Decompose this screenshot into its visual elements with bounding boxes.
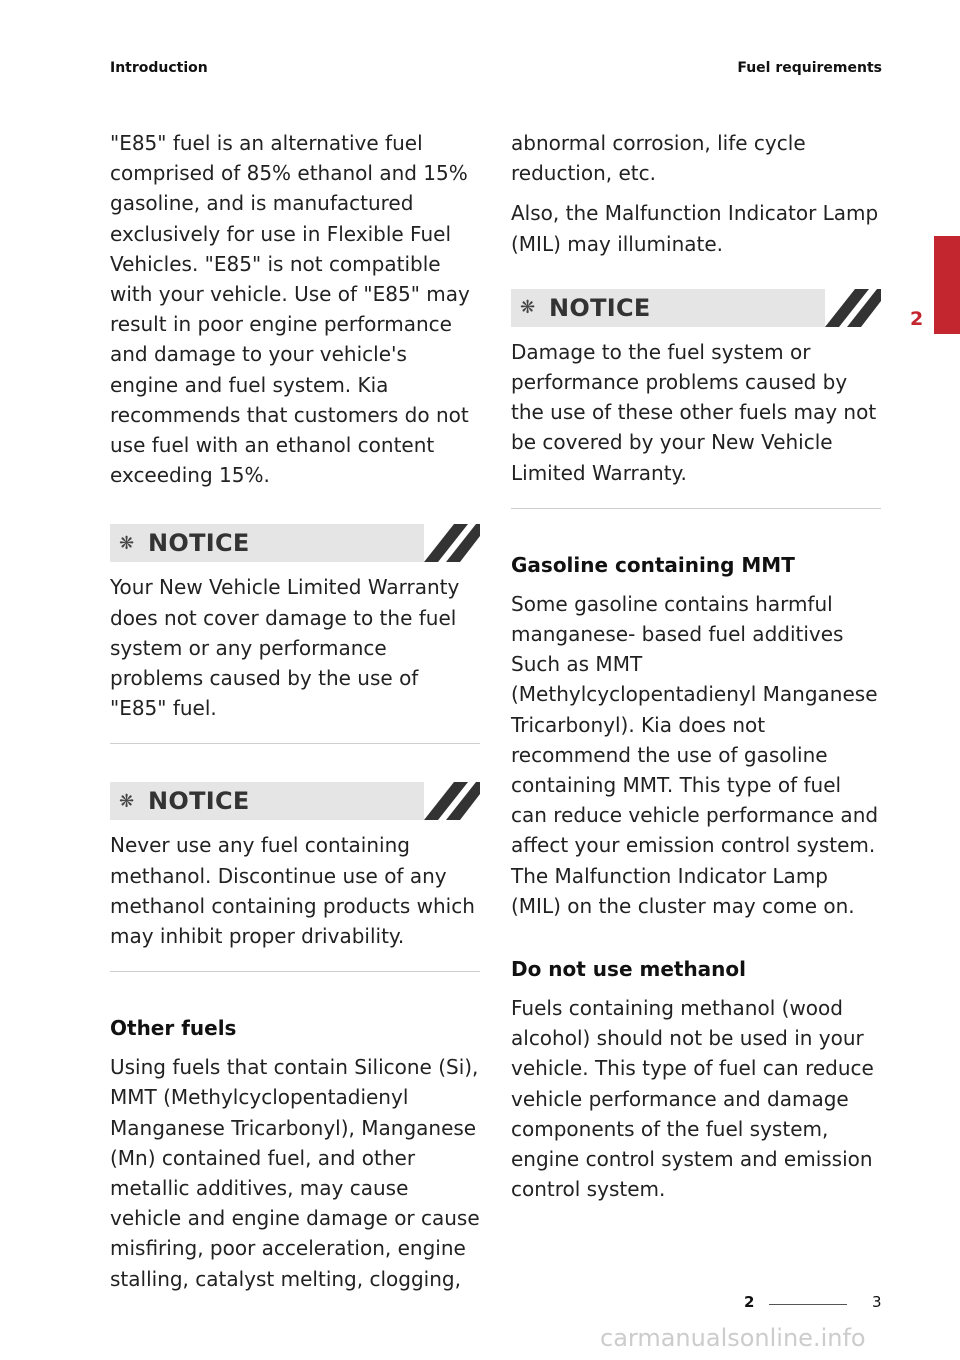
notice-box-e85: ❋ NOTICE bbox=[110, 524, 480, 563]
watermark-text: carmanualsonline.info bbox=[600, 1324, 866, 1352]
notice-divider bbox=[110, 971, 480, 973]
notice-text-methanol: Never use any fuel containing methanol. … bbox=[110, 833, 475, 949]
other-fuels-paragraph: Using fuels that contain Silicone (Si), … bbox=[110, 1055, 480, 1291]
header-chapter-title: Fuel requirements bbox=[737, 60, 882, 76]
notice-box-other-fuels: ❋ NOTICE bbox=[511, 288, 881, 327]
other-fuels-heading: Other fuels bbox=[110, 1016, 237, 1041]
notice-asterisk-icon: ❋ bbox=[119, 790, 135, 812]
notice-asterisk-icon: ❋ bbox=[119, 532, 135, 554]
chapter-side-tab bbox=[934, 236, 960, 334]
notice-box-methanol: ❋ NOTICE bbox=[110, 782, 480, 821]
notice-text-other-fuels: Damage to the fuel system or performance… bbox=[511, 339, 877, 485]
methanol-heading: Do not use methanol bbox=[511, 957, 747, 982]
footer-divider bbox=[769, 1304, 847, 1305]
header-section-title: Introduction bbox=[110, 60, 208, 76]
notice-asterisk-icon: ❋ bbox=[520, 297, 536, 319]
double-slash-icon bbox=[424, 524, 480, 563]
notice-divider bbox=[511, 507, 881, 509]
footer-chapter-number: 2 bbox=[744, 1293, 755, 1311]
notice-label: NOTICE bbox=[148, 529, 250, 558]
double-slash-icon bbox=[825, 288, 881, 327]
methanol-paragraph: Fuels containing methanol (wood alcohol)… bbox=[511, 996, 874, 1202]
notice-label: NOTICE bbox=[549, 293, 651, 322]
left-column: "E85" fuel is an alternative fuel compri… bbox=[110, 128, 480, 1294]
notice-text-e85: Your New Vehicle Limited Warranty does n… bbox=[110, 575, 460, 721]
footer-page-number: 3 bbox=[872, 1293, 882, 1311]
notice-divider bbox=[110, 743, 480, 745]
mil-paragraph: Also, the Malfunction Indicator Lamp (MI… bbox=[511, 201, 879, 256]
chapter-side-number: 2 bbox=[910, 308, 924, 330]
mmt-paragraph: Some gasoline contains harmful manganese… bbox=[511, 591, 879, 918]
right-column: abnormal corrosion, life cycle reduction… bbox=[511, 128, 881, 1204]
continued-paragraph: abnormal corrosion, life cycle reduction… bbox=[511, 131, 806, 186]
e85-intro-paragraph: "E85" fuel is an alternative fuel compri… bbox=[110, 131, 470, 488]
mmt-heading: Gasoline containing MMT bbox=[511, 552, 795, 577]
double-slash-icon bbox=[424, 782, 480, 821]
notice-label: NOTICE bbox=[148, 787, 250, 816]
